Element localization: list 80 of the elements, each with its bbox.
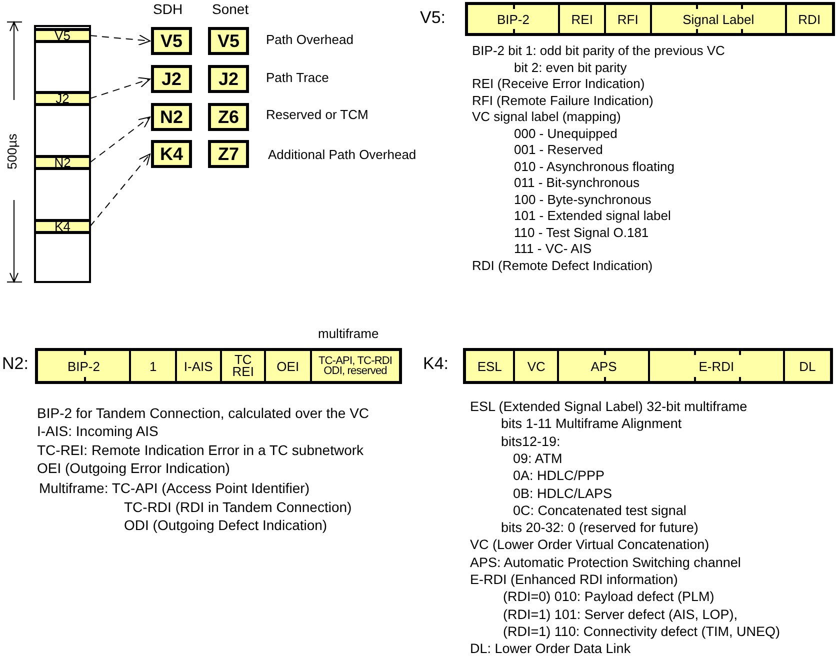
- description-text: 0A: HDLC/PPP: [513, 469, 605, 483]
- bit-field-cell: TC REI: [220, 351, 264, 381]
- bit-field-cell: RFI: [604, 5, 650, 33]
- description-text: BIP-2 for Tandem Connection, calculated over the VC: [37, 406, 370, 420]
- description-text: E-RDI (Enhanced RDI information): [470, 573, 678, 586]
- bit-field-cell: DL: [782, 351, 830, 381]
- description-text: 101 - Extended signal label: [514, 209, 671, 222]
- description-text: bits 20-32: 0 (reserved for future): [501, 521, 698, 535]
- byte-box: V5: [151, 27, 192, 55]
- byte-box: Z7: [208, 140, 249, 168]
- column-heading: SDH: [153, 2, 183, 16]
- bit-field-cell: Signal Label: [650, 5, 785, 33]
- field-heading: N2:: [2, 355, 28, 372]
- description-text: TC-REI: Remote Indication Error in a TC subnetwork: [37, 442, 364, 457]
- field-heading: K4:: [423, 355, 449, 372]
- description-text: TC-RDI (RDI in Tandem Connection): [124, 500, 352, 514]
- description-text: REI (Receive Error Indication): [472, 77, 645, 90]
- bit-field-cell: RDI: [784, 5, 832, 33]
- description-text: 0C: Concatenated test signal: [513, 504, 686, 518]
- byte-box: N2: [151, 103, 192, 131]
- dashed-arrow: [90, 116, 150, 163]
- description-text: DL: Lower Order Data Link: [470, 642, 631, 656]
- description-text: APS: Automatic Protection Switching channel: [470, 556, 741, 570]
- description-text: BIP-2 bit 1: odd bit parity of the previous VC: [472, 44, 725, 57]
- bit-field-cell: ESL: [466, 351, 514, 381]
- byte-box: K4: [151, 140, 192, 168]
- dimension-label: 500µs: [5, 134, 18, 170]
- bit-field-cell: 1: [129, 351, 175, 381]
- description-text: RDI (Remote Defect Indication): [472, 258, 653, 272]
- overhead-byte-band: N2: [36, 155, 89, 170]
- description-text: OEI (Outgoing Error Indication): [37, 460, 230, 475]
- description-text: (RDI=0) 010: Payload defect (PLM): [503, 590, 714, 604]
- bit-field-cell: APS: [557, 351, 648, 381]
- bit-field-cell: REI: [558, 5, 604, 33]
- byte-box: J2: [151, 65, 192, 93]
- description-text: 0B: HDLC/LAPS: [513, 486, 612, 500]
- byte-description: Path Trace: [266, 71, 329, 84]
- bit-field-cell: E-RDI: [648, 351, 783, 381]
- description-text: 001 - Reserved: [514, 143, 603, 156]
- description-text: 011 - Bit-synchronous: [514, 176, 640, 189]
- dashed-arrow: [90, 77, 150, 99]
- overhead-byte-band: V5: [36, 28, 89, 43]
- description-text: 100 - Byte-synchronous: [514, 192, 652, 206]
- field-note: multiframe: [318, 327, 379, 340]
- description-text: VC signal label (mapping): [472, 110, 621, 123]
- byte-box: V5: [208, 27, 249, 55]
- description-text: bit 2: even bit parity: [514, 60, 627, 74]
- field-heading: V5:: [420, 9, 446, 26]
- bit-field-cell: TC-API, TC-RDI ODI, reserved: [310, 351, 400, 381]
- byte-box: Z6: [208, 103, 249, 131]
- byte-description: Additional Path Overhead: [268, 148, 416, 161]
- frame-column: [34, 25, 91, 283]
- description-text: ESL (Extended Signal Label) 32-bit multiframe: [470, 400, 748, 414]
- description-text: 010 - Asynchronous floating: [514, 160, 674, 172]
- overhead-byte-band: K4: [36, 219, 89, 234]
- description-text: (RDI=1) 110: Connectivity defect (TIM, UNEQ): [503, 624, 780, 638]
- byte-box: J2: [208, 65, 249, 93]
- bit-field-cell: I-AIS: [174, 351, 220, 381]
- description-text: I-AIS: Incoming AIS: [37, 424, 158, 438]
- description-text: 111 - VC- AIS: [514, 242, 592, 255]
- description-text: 000 - Unequipped: [514, 126, 618, 140]
- column-heading: Sonet: [212, 2, 249, 16]
- description-text: 110 - Test Signal O.181: [514, 226, 649, 238]
- description-text: 09: ATM: [513, 452, 562, 466]
- dashed-arrow: [90, 154, 150, 227]
- overhead-byte-band: J2: [36, 91, 89, 106]
- description-text: VC (Lower Order Virtual Concatenation): [470, 538, 710, 552]
- dashed-arrow: [90, 34, 150, 46]
- description-text: ODI (Outgoing Defect Indication): [124, 518, 328, 532]
- byte-description: Reserved or TCM: [266, 108, 368, 121]
- bit-field-cell: BIP-2: [38, 351, 130, 381]
- description-text: bits12-19:: [501, 434, 560, 448]
- bit-field-cell: VC: [513, 351, 558, 381]
- byte-description: Path Overhead: [266, 33, 354, 46]
- bit-field-cell: OEI: [264, 351, 310, 381]
- description-text: Multiframe: TC-API (Access Point Identifier): [39, 481, 310, 496]
- description-text: bits 1-11 Multiframe Alignment: [501, 417, 682, 431]
- description-text: RFI (Remote Failure Indication): [472, 94, 654, 106]
- description-text: (RDI=1) 101: Server defect (AIS, LOP),: [503, 608, 738, 622]
- bit-field-cell: BIP-2: [468, 5, 558, 33]
